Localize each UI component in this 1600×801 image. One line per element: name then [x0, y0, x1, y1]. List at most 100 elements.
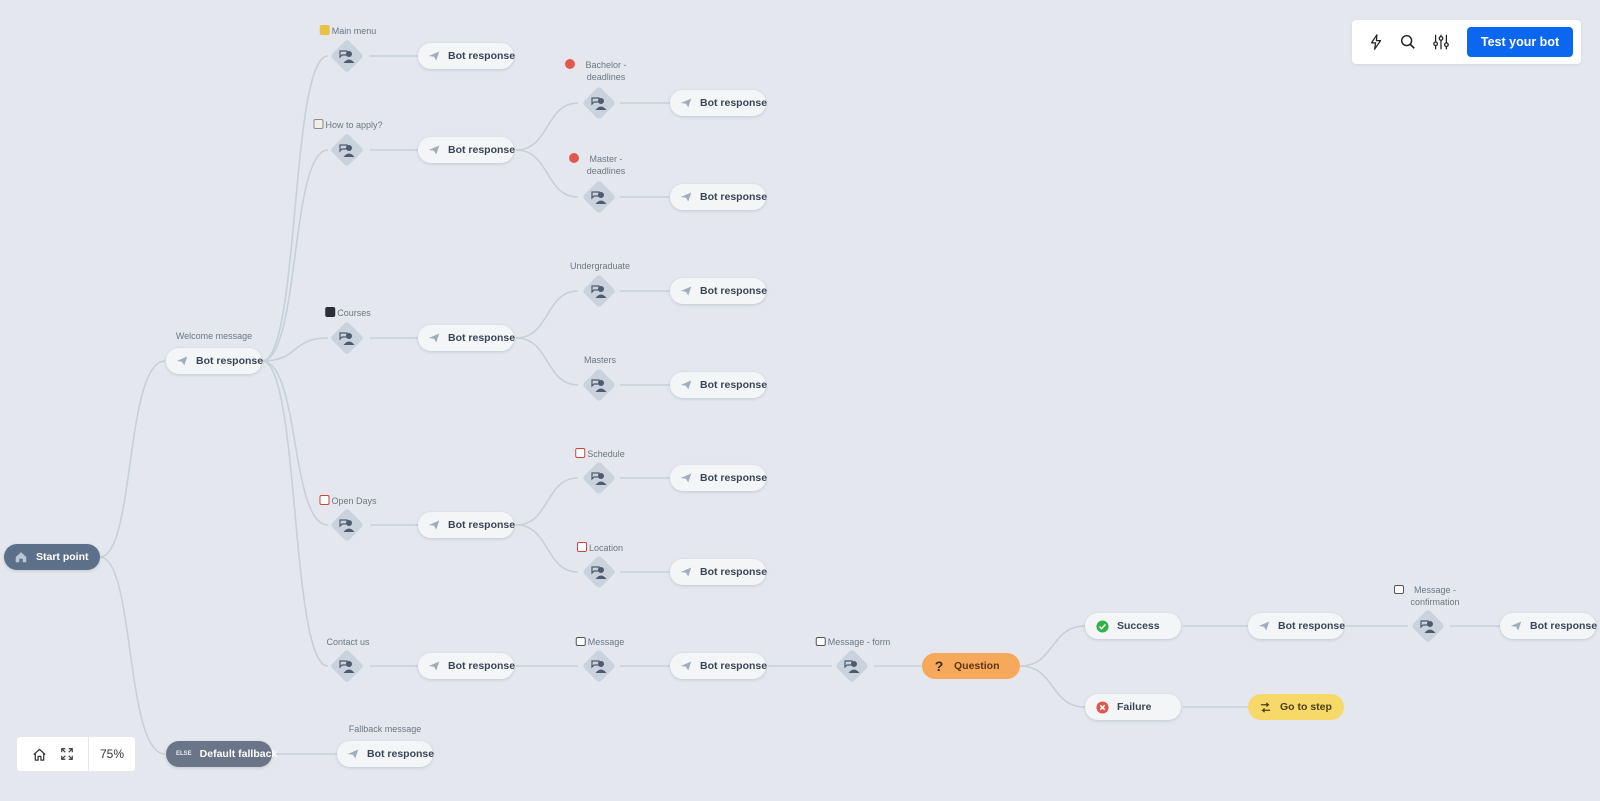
lightning-icon[interactable]: [1366, 32, 1386, 52]
bot-response-label: Bot response: [700, 660, 768, 672]
intent-label-master-deadlines: Master - deadlines: [569, 153, 631, 177]
bot-response-label: Bot response: [700, 566, 768, 578]
user-input-icon: [339, 519, 355, 532]
user-input-node[interactable]: [581, 179, 617, 215]
intent-label-masters: Masters: [583, 355, 617, 365]
send-icon: [680, 284, 692, 298]
go-to-step-node[interactable]: Go to step: [1248, 694, 1344, 720]
bot-response-node[interactable]: Bot response: [1500, 613, 1597, 639]
send-icon: [428, 331, 440, 345]
bot-response-node[interactable]: Bot response: [1248, 613, 1346, 639]
user-input-node[interactable]: [581, 460, 617, 496]
user-input-node[interactable]: [329, 648, 365, 684]
fullscreen-icon[interactable]: [53, 737, 80, 771]
bot-response-node[interactable]: Bot response: [670, 653, 768, 679]
intent-label-bachelor-deadlines: Bachelor - deadlines: [565, 59, 635, 83]
welcome-bot-response[interactable]: Bot response: [166, 348, 264, 374]
user-input-node[interactable]: [581, 648, 617, 684]
send-icon: [680, 659, 692, 673]
default-fallback-node[interactable]: ELSE Default fallback: [166, 741, 277, 767]
user-input-node[interactable]: [581, 554, 617, 590]
user-input-icon: [591, 285, 607, 298]
search-icon[interactable]: [1398, 32, 1418, 52]
user-input-icon: [339, 660, 355, 673]
bot-response-node[interactable]: Bot response: [418, 512, 516, 538]
bot-response-node[interactable]: Bot response: [418, 653, 516, 679]
bot-response-node[interactable]: Bot response: [670, 90, 768, 116]
welcome-message-label: Welcome message: [175, 331, 253, 341]
user-input-node[interactable]: [834, 648, 870, 684]
intent-label-courses: Courses: [325, 307, 371, 319]
send-icon: [680, 190, 692, 204]
start-point-label: Start point: [36, 551, 89, 563]
calendar-emoji-icon: [575, 448, 586, 458]
intent-label-message-form: Message - form: [815, 636, 890, 648]
user-input-node[interactable]: [329, 320, 365, 356]
user-input-icon: [591, 472, 607, 485]
bot-response-label: Bot response: [700, 191, 768, 203]
start-point-node[interactable]: Start point: [4, 544, 100, 570]
send-icon: [1510, 619, 1522, 633]
failure-label: Failure: [1117, 701, 1152, 713]
else-icon: ELSE: [176, 751, 192, 757]
user-input-icon: [339, 332, 355, 345]
user-input-node[interactable]: [329, 507, 365, 543]
intent-label-schedule: Schedule: [575, 448, 625, 460]
bot-response-node[interactable]: Bot response: [670, 278, 768, 304]
bot-response-label: Bot response: [700, 285, 768, 297]
user-input-icon: [591, 379, 607, 392]
intent-label-how-to-apply: How to apply?: [313, 119, 383, 131]
question-node[interactable]: ? Question: [922, 653, 1020, 679]
send-icon: [428, 518, 440, 532]
bot-response-label: Bot response: [196, 355, 264, 367]
default-fallback-label: Default fallback: [199, 748, 278, 760]
user-input-node[interactable]: [581, 367, 617, 403]
user-input-node[interactable]: [581, 273, 617, 309]
user-input-node[interactable]: [1410, 608, 1446, 644]
alarm-clock-icon: [565, 59, 575, 69]
success-label: Success: [1117, 620, 1160, 632]
graduation-cap-icon: [325, 307, 336, 317]
intent-label-message-confirmation: Message - confirmation: [1394, 584, 1464, 608]
bot-response-node[interactable]: Bot response: [670, 465, 767, 491]
bot-response-label: Bot response: [448, 519, 516, 531]
send-icon: [680, 96, 692, 110]
home-icon: [14, 550, 28, 564]
send-icon: [428, 49, 440, 63]
bot-response-node[interactable]: Bot response: [418, 43, 516, 69]
bot-response-label: Bot response: [448, 50, 516, 62]
success-node[interactable]: Success: [1085, 613, 1181, 639]
bot-response-node[interactable]: Bot response: [670, 559, 768, 585]
user-input-icon: [591, 191, 607, 204]
bot-response-label: Bot response: [448, 660, 516, 672]
home-icon[interactable]: [26, 737, 53, 771]
alarm-clock-icon: [569, 153, 579, 163]
user-input-node[interactable]: [329, 132, 365, 168]
user-input-node[interactable]: [581, 85, 617, 121]
fallback-message-label: Fallback message: [348, 724, 422, 734]
bot-response-label: Bot response: [367, 748, 435, 760]
send-icon: [176, 354, 188, 368]
user-input-node[interactable]: [329, 38, 365, 74]
send-icon: [680, 471, 692, 485]
bot-response-label: Bot response: [700, 97, 768, 109]
fallback-bot-response[interactable]: Bot response: [337, 741, 435, 767]
calendar-emoji-icon: [319, 495, 330, 505]
zoom-level[interactable]: 75%: [99, 747, 125, 761]
bot-response-node[interactable]: Bot response: [670, 372, 767, 398]
bot-response-node[interactable]: Bot response: [670, 184, 768, 210]
bot-response-label: Bot response: [1278, 620, 1346, 632]
sliders-icon[interactable]: [1431, 32, 1451, 52]
bot-response-node[interactable]: Bot response: [418, 137, 515, 163]
bot-response-node[interactable]: Bot response: [418, 325, 515, 351]
send-icon: [428, 143, 440, 157]
go-to-arrow-icon: [1258, 700, 1272, 714]
question-label: Question: [954, 660, 1000, 672]
send-icon: [347, 747, 359, 761]
test-your-bot-button[interactable]: Test your bot: [1467, 27, 1573, 57]
zoom-divider: [88, 737, 89, 771]
user-input-icon: [339, 144, 355, 157]
zoom-controls: 75%: [17, 737, 135, 771]
failure-node[interactable]: Failure: [1085, 694, 1181, 720]
